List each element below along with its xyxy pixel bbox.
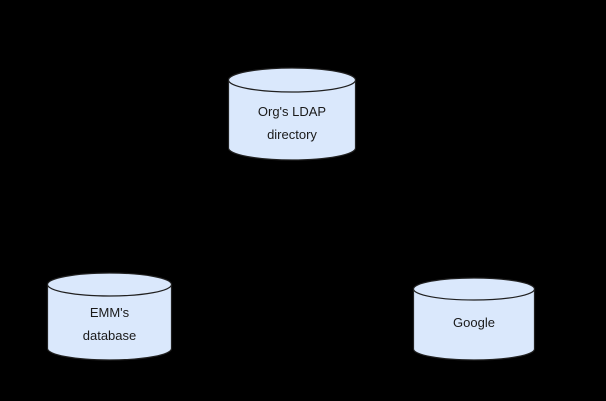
cylinder-shape [227, 67, 357, 161]
cylinder-google[interactable]: Google [412, 277, 536, 361]
cylinder-body [46, 283, 173, 361]
cylinder-top-cap [46, 272, 173, 297]
cylinder-shape [412, 277, 536, 361]
cylinder-emm-database[interactable]: EMM's database [46, 272, 173, 361]
cylinder-body [227, 79, 357, 161]
cylinder-top-cap [412, 277, 536, 301]
cylinder-body [412, 288, 536, 361]
cylinder-ldap-directory[interactable]: Org's LDAP directory [227, 67, 357, 161]
cylinder-shape [46, 272, 173, 361]
cylinder-top-cap [227, 67, 357, 93]
